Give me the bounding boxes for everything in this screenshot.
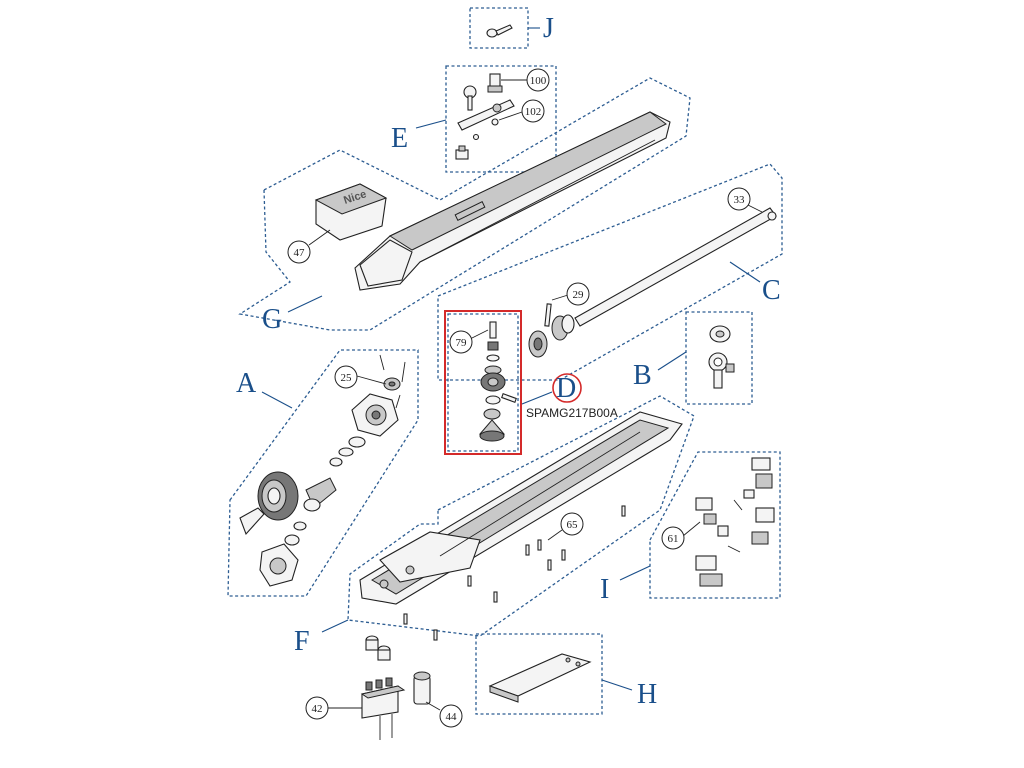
group-b-leader [657,351,687,371]
group-d-highlight-circle [552,373,582,403]
group-f-outline [347,395,695,637]
part-h-plate [488,653,592,703]
part-e-100 [487,73,503,93]
group-f-leader [321,619,349,633]
group-b[interactable]: B [633,311,753,405]
callout-65 [560,512,584,536]
callout-42-text: 42 [312,703,323,715]
group-i-outline [649,451,781,599]
callout-61-text: 61 [668,533,679,545]
group-d-leader [521,391,553,405]
group-h[interactable]: H [475,633,657,715]
group-g-outline [238,77,691,331]
group-i-leader [619,565,651,581]
part-a-screws [379,354,406,409]
group-label-j: J [543,13,554,44]
part-e-release-lever [457,85,515,131]
callout-44-text: 44 [446,711,458,723]
part-a-25-gear [383,377,401,391]
part-code-d: SPAMG217B00A [526,406,618,420]
group-h-outline [475,633,603,715]
part-a-motor-shaft [303,477,337,512]
part-caps [365,635,391,661]
group-label-f: F [294,626,310,657]
group-e[interactable]: 100 102 E [391,65,557,173]
part-a-lower-washers [284,521,307,546]
part-c-bearing [551,314,575,341]
group-label-d: D [556,373,576,404]
callout-29-text: 29 [573,289,585,301]
part-a-washers [329,436,366,467]
group-a-leader [261,391,293,409]
group-label-a: A [236,368,257,399]
part-c-gear [528,330,548,358]
group-j-outline [469,7,529,49]
group-d-highlight-box [444,310,522,455]
part-d-shaft-stack [478,321,517,442]
part-g-47-battery: Nice [314,183,388,241]
group-a[interactable]: 25 A [227,349,419,597]
group-c-leader [729,261,761,283]
part-f-65-screws [403,505,626,641]
callout-100 [526,68,550,92]
group-label-c: C [762,275,781,306]
callout-47-text: 47 [294,247,306,259]
group-h-leader [601,679,633,691]
part-42-terminal-block [360,677,406,740]
callout-29 [566,282,590,306]
group-label-g: G [262,304,282,335]
callout-61 [661,526,685,550]
group-label-b: B [633,360,652,391]
group-g[interactable]: Nice 47 G [238,77,691,335]
group-d-outline [447,313,519,452]
part-a-end-cap [259,543,299,587]
part-g-cover [354,111,671,291]
part-j-key [486,24,513,38]
group-label-h: H [637,679,657,710]
part-f-base [359,411,683,605]
group-e-leader [415,119,447,129]
callout-42 [305,696,329,720]
part-a-gearbox [351,393,399,437]
group-c-outline [437,163,783,381]
callout-44 [439,704,463,728]
group-f[interactable]: 65 F [294,395,695,657]
callout-25-text: 25 [341,372,353,384]
group-c[interactable]: 29 33 C [437,163,783,381]
callout-79-text: 79 [456,337,468,349]
part-44-capacitor [413,671,431,705]
group-b-outline [685,311,753,405]
callout-47 [287,240,311,264]
callout-33-text: 33 [734,194,746,206]
callout-79 [449,330,473,354]
callout-65-text: 65 [567,519,579,531]
callout-25 [334,365,358,389]
callout-33 [727,187,751,211]
part-a-motor [239,471,299,536]
group-label-e: E [391,123,408,154]
part-c-shaft [574,207,777,327]
group-i[interactable]: 61 I [600,451,781,605]
part-c-29-pin [544,303,552,327]
callout-100-text: 100 [530,75,547,87]
callout-102 [521,99,545,123]
part-e-102 [472,118,499,141]
group-j[interactable]: J [469,7,554,49]
group-d[interactable]: 79 D SPAMG217B00A [444,310,618,455]
group-e-outline [445,65,557,173]
part-b-bushing [709,325,731,343]
part-b-release-key [708,352,735,389]
part-e-cam [455,145,469,160]
callout-102-text: 102 [525,106,542,118]
group-g-leader [287,295,323,313]
part-i-terminals [695,457,775,587]
group-label-i: I [600,574,609,605]
